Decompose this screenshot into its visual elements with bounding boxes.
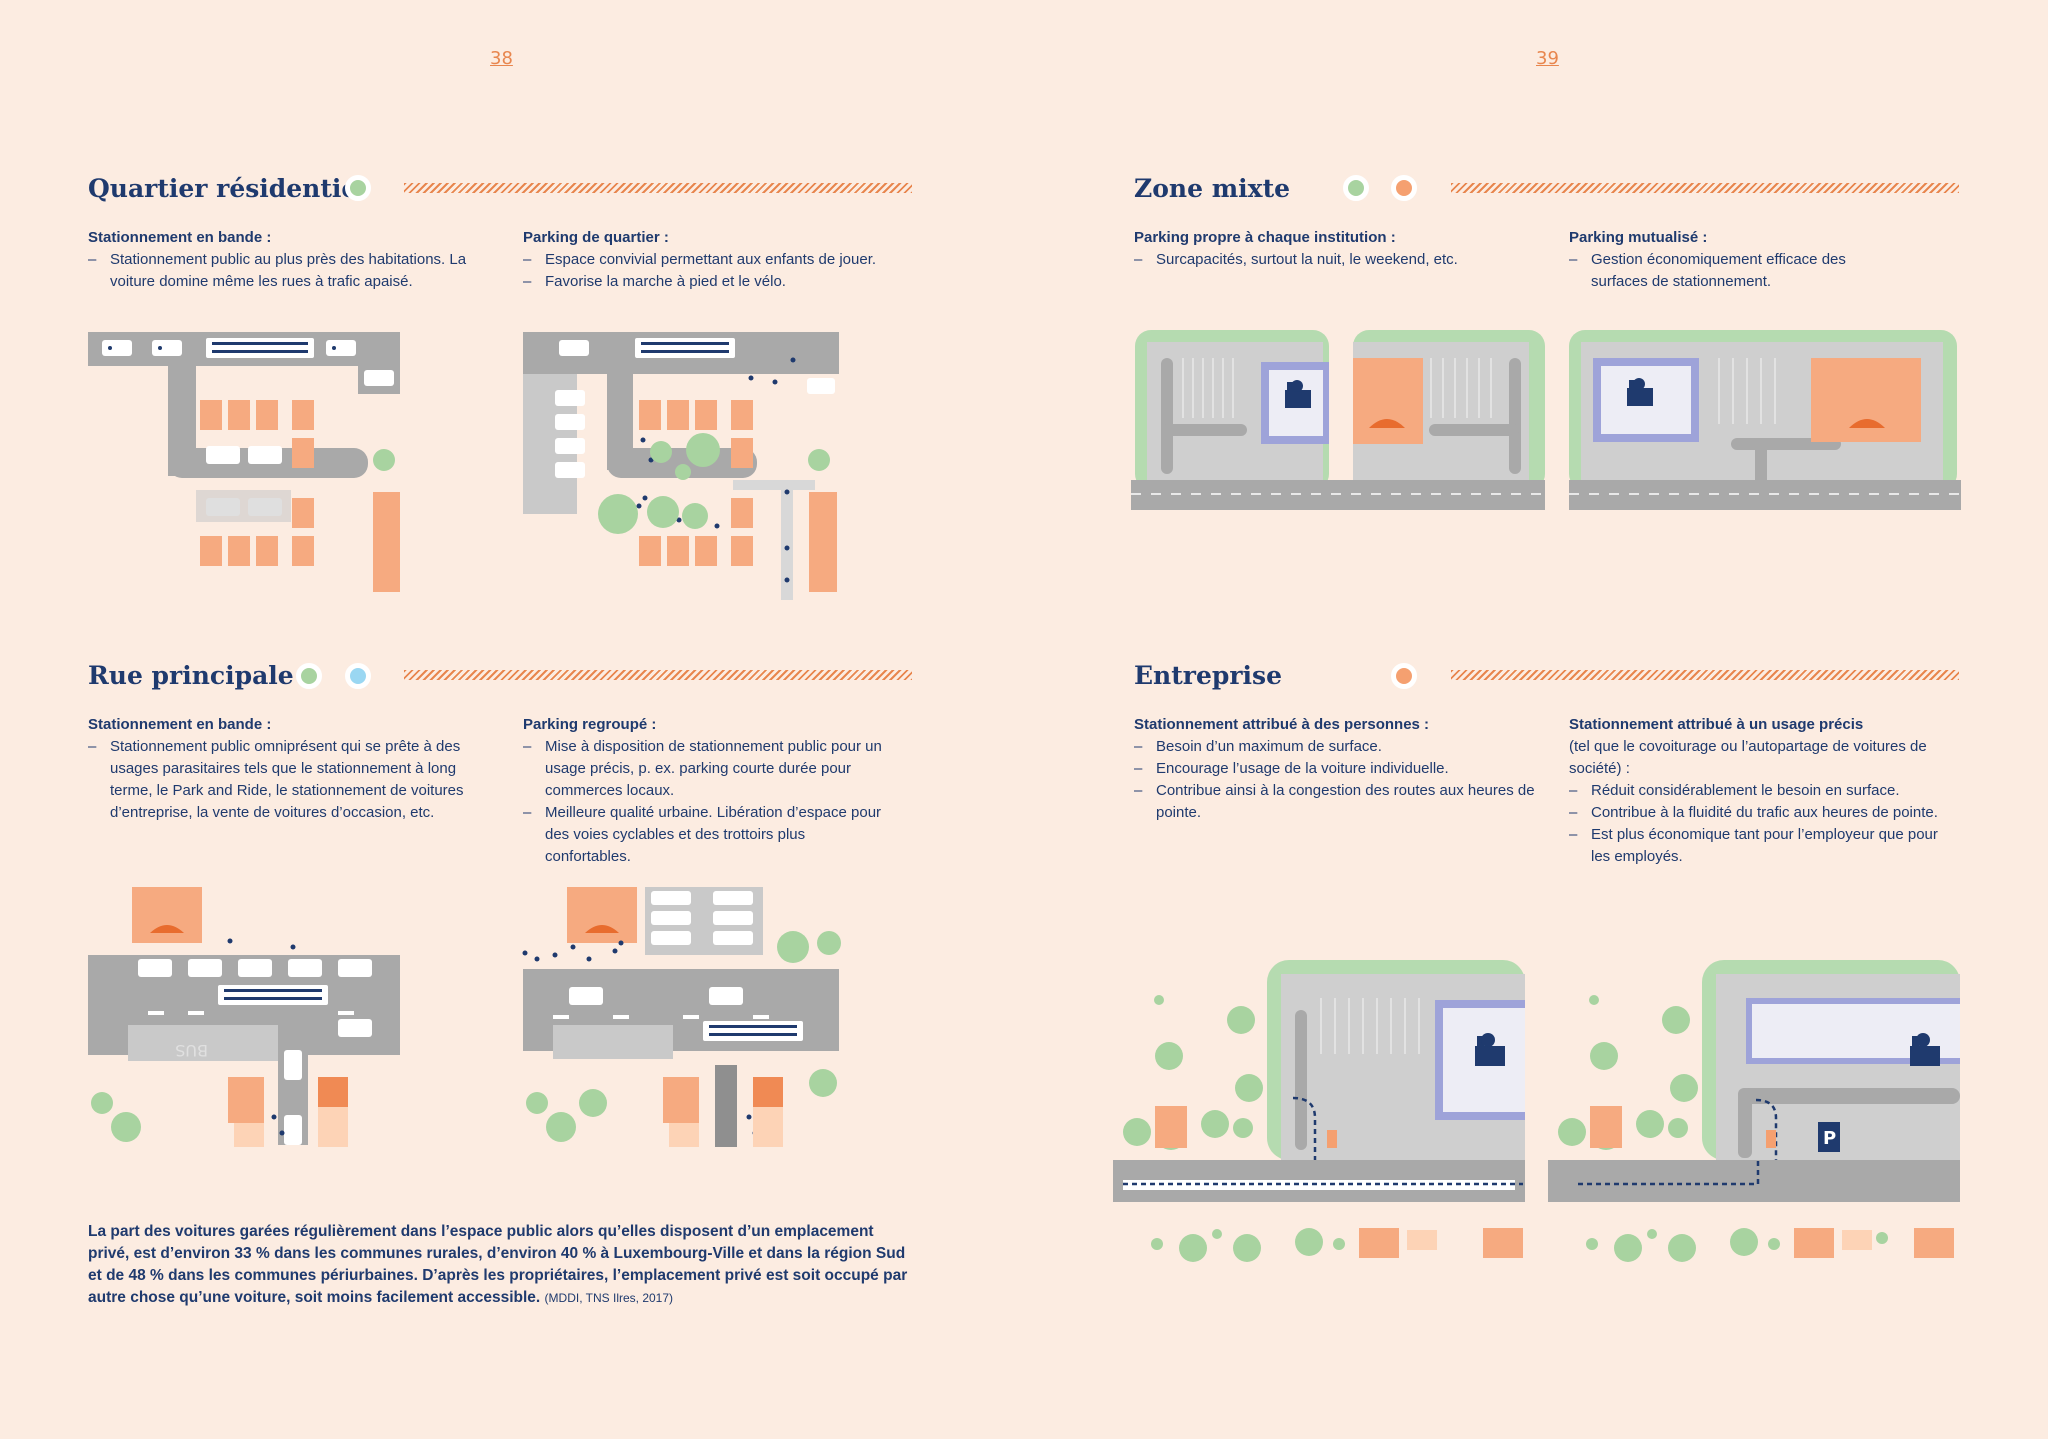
quartier-left-heading: Stationnement en bande : <box>88 229 272 246</box>
map-rue-street-parking: BUS <box>88 887 400 1147</box>
map-entreprise-personal-parking <box>1113 960 1525 1262</box>
factory-icon <box>1475 1033 1505 1066</box>
list-item: Espace convivial permettant aux enfants … <box>523 249 943 271</box>
factory-icon <box>1285 380 1311 408</box>
list-item: Stationnement public au plus près des ha… <box>88 249 508 293</box>
factory-icon <box>1910 1033 1940 1066</box>
section-title-zone: Zone mixte <box>1134 174 1291 203</box>
zone-left-heading: Parking propre à chaque institution : <box>1134 229 1396 246</box>
entreprise-right-column: Stationnement attribué à un usage précis… <box>1569 714 1949 868</box>
list-item: Stationnement public omniprésent qui se … <box>88 736 488 824</box>
parking-sign-icon: P <box>1818 1122 1840 1152</box>
entreprise-left-heading: Stationnement attribué à des personnes : <box>1134 716 1430 733</box>
entreprise-right-intro: (tel que le covoiturage ou l’autopartage… <box>1569 738 1927 777</box>
hatch-divider <box>404 670 912 680</box>
list-item: Mise à disposition de stationnement publ… <box>523 736 893 802</box>
blue-dot-icon <box>345 663 371 689</box>
hatch-divider <box>404 183 912 193</box>
quartier-right-column: Parking de quartier : Espace convivial p… <box>523 227 943 293</box>
list-item: Meilleure qualité urbaine. Libération d’… <box>523 802 893 868</box>
factory-icon <box>1627 378 1653 406</box>
quartier-right-heading: Parking de quartier : <box>523 229 669 246</box>
rue-left-column: Stationnement en bande : Stationnement p… <box>88 714 488 824</box>
zone-right-heading: Parking mutualisé : <box>1569 229 1708 246</box>
map-entreprise-shared-parking: P <box>1548 960 1960 1262</box>
list-item: Encourage l’usage de la voiture individu… <box>1134 758 1554 780</box>
rue-left-heading: Stationnement en bande : <box>88 716 272 733</box>
footnote-text: La part des voitures garées régulièremen… <box>88 1223 908 1306</box>
entreprise-left-column: Stationnement attribué à des personnes :… <box>1134 714 1554 824</box>
list-item: Besoin d’un maximum de surface. <box>1134 736 1554 758</box>
hatch-divider <box>1451 670 1959 680</box>
list-item: Surcapacités, surtout la nuit, le weeken… <box>1134 249 1554 271</box>
parking-sign-label: P <box>1823 1128 1836 1149</box>
entreprise-right-heading: Stationnement attribué à un usage précis <box>1569 716 1864 733</box>
map-quartier-neighborhood-parking <box>523 332 839 600</box>
rue-right-column: Parking regroupé : Mise à disposition de… <box>523 714 893 868</box>
orange-dot-icon <box>1391 175 1417 201</box>
footnote: La part des voitures garées régulièremen… <box>88 1221 908 1309</box>
map-rue-grouped-parking <box>522 887 841 1147</box>
list-item: Réduit considérablement le besoin en sur… <box>1569 780 1949 802</box>
rue-right-heading: Parking regroupé : <box>523 716 657 733</box>
green-dot-icon <box>296 663 322 689</box>
page-number-left: 38 <box>490 48 513 69</box>
map-zone-shared-parking <box>1569 330 1961 510</box>
list-item: Favorise la marche à pied et le vélo. <box>523 271 943 293</box>
list-item: Contribue à la fluidité du trafic aux he… <box>1569 802 1949 824</box>
list-item: Est plus économique tant pour l’employeu… <box>1569 824 1949 868</box>
quartier-left-column: Stationnement en bande : Stationnement p… <box>88 227 508 293</box>
map-quartier-street-parking <box>88 332 400 592</box>
section-title-entreprise: Entreprise <box>1134 661 1282 690</box>
list-item: Contribue ainsi à la congestion des rout… <box>1134 780 1554 824</box>
green-dot-icon <box>1343 175 1369 201</box>
section-title-quartier: Quartier résidentiel <box>88 174 367 203</box>
page-number-right: 39 <box>1536 48 1559 69</box>
footnote-source: (MDDI, TNS Ilres, 2017) <box>544 1291 674 1305</box>
zone-right-column: Parking mutualisé : Gestion économiqueme… <box>1569 227 1869 293</box>
map-zone-own-parking <box>1131 330 1545 510</box>
orange-dot-icon <box>1391 663 1417 689</box>
section-title-rue: Rue principale <box>88 661 294 690</box>
hatch-divider <box>1451 183 1959 193</box>
bus-lane-label: BUS <box>175 1041 208 1060</box>
zone-left-column: Parking propre à chaque institution : Su… <box>1134 227 1554 271</box>
list-item: Gestion économiquement efficace des surf… <box>1569 249 1869 293</box>
green-dot-icon <box>345 175 371 201</box>
